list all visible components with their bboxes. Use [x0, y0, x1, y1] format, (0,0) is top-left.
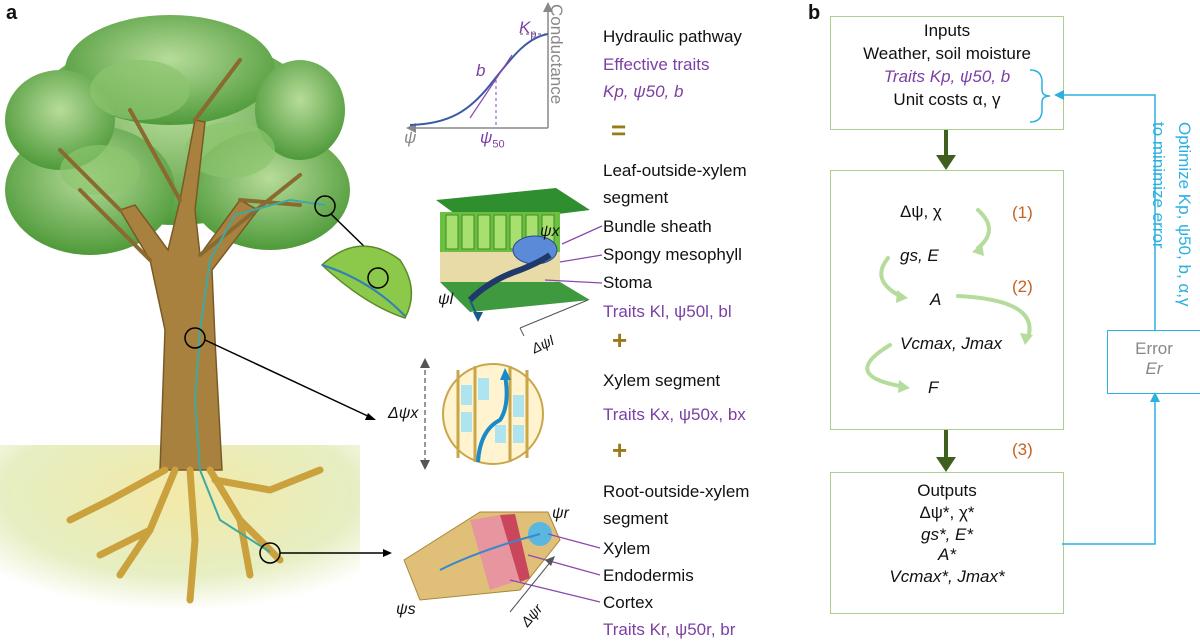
step-3-label: (3) [1012, 440, 1033, 459]
leaf-psi-x: ψx [540, 223, 560, 240]
error-symbol: Er [1145, 359, 1163, 378]
leaf-title-2: segment [603, 188, 669, 207]
outputs-box: Outputs Δψ*, χ* gs*, E* A* Vcmax*, Jmax* [830, 472, 1064, 614]
root-label-endodermis: Endodermis [603, 566, 694, 585]
hydraulic-traits: Kp, ψ50, b [603, 82, 684, 101]
plus-sign-2: + [612, 435, 628, 465]
inputs-title: Inputs [923, 21, 971, 40]
panel-a-label: a [6, 2, 18, 24]
plus-sign-1: + [612, 325, 628, 355]
process-delta-psi-chi: Δψ, χ [900, 202, 942, 221]
curve-kp-label: Kp [519, 18, 537, 41]
root-label-xylem: Xylem [603, 539, 651, 558]
equals-sign: = [611, 115, 627, 145]
leaf-psi-l: ψl [438, 291, 454, 308]
inputs-traits: Traits Kp, ψ50, b [883, 67, 1011, 86]
root-psi-s: ψs [396, 601, 416, 618]
hydraulic-subtitle: Effective traits [603, 55, 710, 74]
curve-psi50-label: ψ50 [480, 128, 505, 151]
curve-b-label: b [476, 61, 486, 80]
root-label-cortex: Cortex [603, 593, 654, 612]
vulnerability-curve [406, 2, 553, 133]
hydraulic-title: Hydraulic pathway [603, 27, 742, 46]
stem-magnifier [184, 327, 206, 349]
leaf-label-spongy-mesophyll: Spongy mesophyll [603, 245, 742, 264]
curve-x-axis-label: ψ [404, 128, 417, 147]
outputs-delta-psi-chi: Δψ*, χ* [919, 503, 975, 522]
xylem-delta-psi: Δψx [388, 405, 419, 422]
xylem-title: Xylem segment [603, 371, 721, 390]
optimize-label-line1: Optimize Kp, ψ50, b, α,γ [1175, 122, 1194, 307]
process-vcmax-jmax: Vcmax, Jmax [900, 334, 1003, 353]
soil-area [0, 445, 360, 610]
process-a: A [930, 290, 942, 309]
leaf-magnifier [314, 195, 336, 217]
outputs-a: A* [938, 545, 956, 564]
root-title-1: Root-outside-xylem [603, 482, 750, 501]
xylem-cross-section [442, 363, 544, 465]
root-cross-section [403, 511, 561, 601]
error-label: Error [1135, 339, 1173, 358]
inputs-box: Inputs Weather, soil moisture Traits Kp,… [830, 16, 1064, 130]
error-box: Error Er [1107, 330, 1200, 394]
root-traits: Traits Kr, ψ50r, br [603, 620, 736, 639]
outputs-vcmax-jmax: Vcmax*, Jmax* [889, 567, 1005, 586]
optimize-label-line2: to minimize error [1149, 122, 1168, 249]
inputs-weather: Weather, soil moisture [863, 44, 1031, 63]
leaf-label-bundle-sheath: Bundle sheath [603, 217, 712, 236]
tree-roots [66, 466, 324, 604]
leaf-traits: Traits Kl, ψ50l, bl [603, 302, 732, 321]
leaf-label-stoma: Stoma [603, 273, 653, 292]
step-2-label: (2) [1012, 277, 1033, 296]
root-psi-r: ψr [552, 505, 569, 522]
xylem-traits: Traits Kx, ψ50x, bx [603, 405, 746, 424]
tree-trunk [118, 119, 260, 471]
process-box [830, 170, 1064, 430]
panel-b-label: b [808, 2, 821, 24]
root-title-2: segment [603, 509, 669, 528]
process-gs-e: gs, E [900, 246, 939, 265]
leaf-cross-section [436, 188, 590, 337]
step-1-label: (1) [1012, 203, 1033, 222]
process-f: F [928, 378, 939, 397]
outputs-gs-e: gs*, E* [921, 525, 973, 544]
outputs-title: Outputs [917, 481, 977, 500]
inputs-costs: Unit costs α, γ [893, 90, 1001, 109]
leaf-title-1: Leaf-outside-xylem [603, 161, 747, 180]
